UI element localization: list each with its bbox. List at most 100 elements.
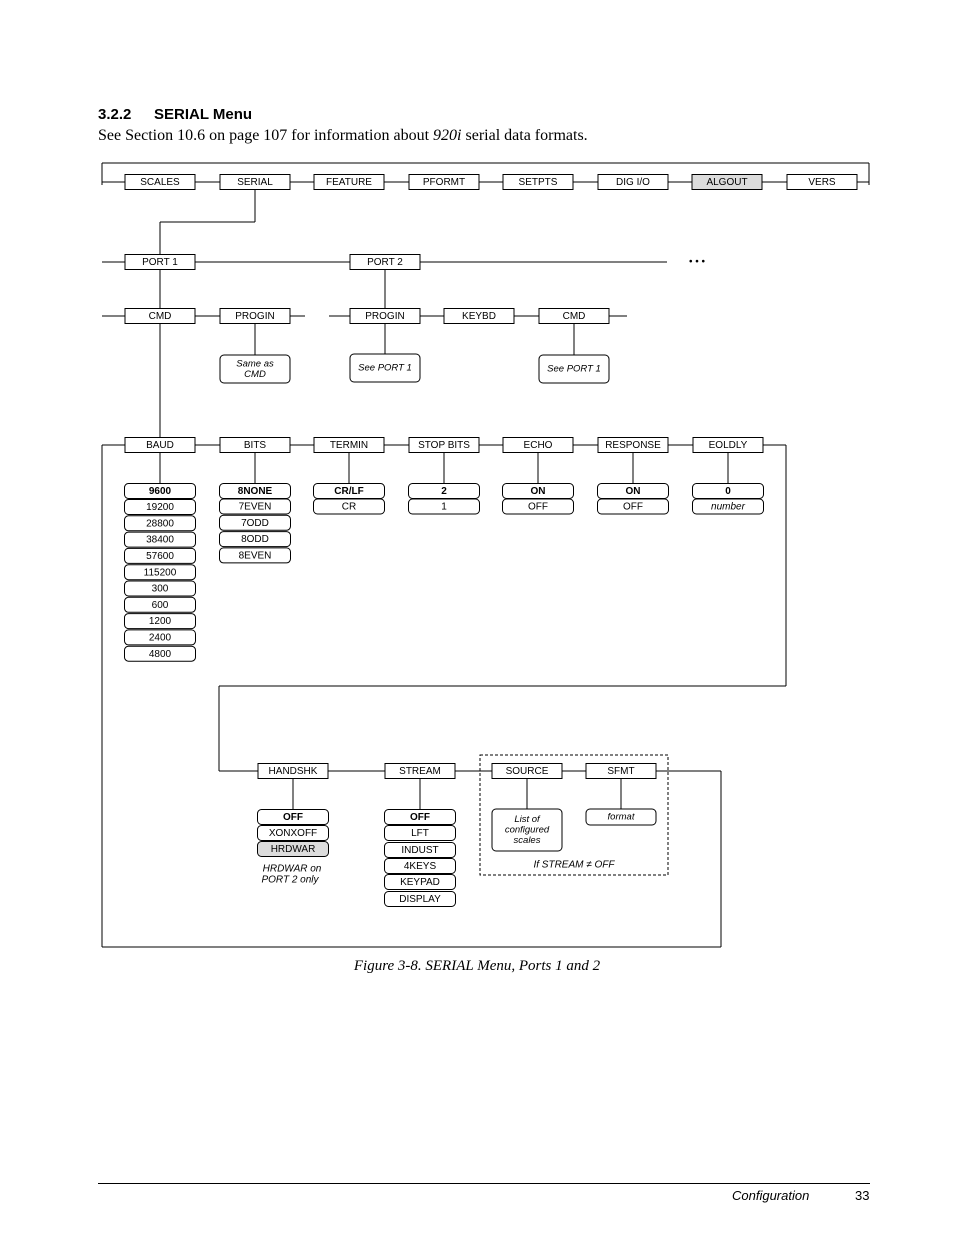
footer-section-label: Configuration [732,1188,810,1203]
option-stream-4keys-pill[interactable] [384,858,456,874]
option-stop-bits-2-text: 2 [441,486,447,497]
option-stream-lft-pill[interactable] [384,825,456,841]
option-echo-off-text: OFF [528,502,548,513]
figure-caption: Figure 3-8. SERIAL Menu, Ports 1 and 2 [353,958,601,974]
port2-keybd-box[interactable] [443,308,515,324]
port2-keybd-label: KEYBD [462,311,496,322]
param-bits-label: BITS [244,440,267,451]
option-bits-8even-text: 8EVEN [239,551,272,562]
source-note-line: List of [514,814,541,825]
port2-cmd-note-box [538,354,610,384]
option-stream-4keys-text: 4KEYS [404,861,437,872]
option-bits-8none-text: 8NONE [238,486,273,497]
top-menu-algout-box[interactable] [691,174,763,190]
sfmt-note-line: format [608,812,635,823]
option-baud-300-pill[interactable] [124,580,196,597]
top-menu-feature-box[interactable] [313,174,385,190]
option-echo-on-text: ON [531,486,546,497]
option-stream-display-pill[interactable] [384,891,456,907]
option-baud-38400-pill[interactable] [124,531,196,548]
option-response-off-text: OFF [623,502,643,513]
option-stream-keypad-pill[interactable] [384,874,456,890]
section-heading: 3.2.2 SERIAL Menu [98,106,252,123]
more-ports-ellipsis: • • • [689,257,706,268]
option-bits-7odd-text: 7ODD [241,518,269,529]
top-menu-vers-box[interactable] [786,174,858,190]
intro-text: See Section 10.6 on page 107 for informa… [98,127,588,145]
option-baud-38400-text: 38400 [146,535,174,546]
option-baud-28800-pill[interactable] [124,515,196,532]
option-baud-600-text: 600 [152,600,169,611]
option-baud-57600-pill[interactable] [124,547,196,564]
option-handshk-hrdwar-pill[interactable] [257,841,329,857]
top-menu-scales-box[interactable] [124,174,196,190]
top-menu-setpts-label: SETPTS [519,177,558,188]
option-baud-19200-pill[interactable] [124,499,196,515]
option-stream-display-text: DISPLAY [399,894,441,905]
option-bits-7even-text: 7EVEN [239,502,272,513]
port-2-label: PORT 2 [367,257,403,268]
option-baud-2400-pill[interactable] [124,629,196,646]
option-baud-115200-pill[interactable] [124,564,196,581]
option-termin-cr-pill[interactable] [313,498,385,515]
option-stop-bits-1-pill[interactable] [408,498,480,515]
option-baud-57600-text: 57600 [146,551,174,562]
option-handshk-xonxoff-pill[interactable] [257,825,329,841]
param-stream-label: STREAM [399,766,441,777]
option-baud-2400-text: 2400 [149,633,172,644]
option-baud-9600-text: 9600 [149,486,172,497]
top-menu-dig-i-o-box[interactable] [597,174,669,190]
option-stream-indust-pill[interactable] [384,842,456,858]
option-stop-bits-1-text: 1 [441,502,447,513]
option-stream-lft-text: LFT [411,828,429,839]
param-sfmt-label: SFMT [607,766,634,777]
option-stream-off-text: OFF [410,812,430,823]
option-handshk-off-pill[interactable] [257,809,329,825]
option-eoldly-0-text: 0 [725,486,731,497]
option-stream-off-pill[interactable] [384,809,456,825]
option-baud-1200-text: 1200 [149,616,172,627]
option-stream-keypad-text: KEYPAD [400,877,440,888]
param-response-label: RESPONSE [605,440,661,451]
option-response-on-text: ON [626,486,641,497]
param-termin-label: TERMIN [330,440,368,451]
top-menu-pformt-label: PFORMT [423,177,465,188]
option-termin-cr-text: CR [342,502,356,513]
port1-progin-note-box [219,354,291,384]
port1-progin-note-line: Same as [236,358,274,369]
source-note-line: scales [514,835,541,846]
option-handshk-hrdwar-text: HRDWAR [271,844,316,855]
top-menu-serial-label: SERIAL [237,177,273,188]
sfmt-note-box [585,808,657,826]
footer-rule [98,1183,870,1184]
option-echo-off-pill[interactable] [502,498,574,515]
option-baud-28800-text: 28800 [146,518,174,529]
option-baud-600-pill[interactable] [124,596,196,613]
option-baud-19200-text: 19200 [146,502,174,513]
option-handshk-xonxoff-text: XONXOFF [269,828,317,839]
top-menu-algout-label: ALGOUT [706,177,747,188]
option-bits-8odd-text: 8ODD [241,534,269,545]
top-menu-vers-label: VERS [808,177,836,188]
option-baud-4800-pill[interactable] [124,645,196,662]
option-bits-8odd-pill[interactable] [219,531,291,548]
option-baud-9600-pill[interactable] [124,483,196,499]
option-bits-8even-pill[interactable] [219,547,291,564]
option-eoldly-number-pill[interactable] [692,498,764,515]
section-title: SERIAL Menu [154,106,253,123]
port2-cmd-note-line: See PORT 1 [547,364,601,375]
port1-progin-note-line: CMD [244,369,266,380]
section-number: 3.2.2 [98,106,132,123]
port2-cmd-label: CMD [563,311,586,322]
param-eoldly-label: EOLDLY [709,440,748,451]
top-menu-setpts-box[interactable] [502,174,574,190]
option-bits-7even-pill[interactable] [219,498,291,515]
option-baud-1200-pill[interactable] [124,613,196,630]
top-menu-pformt-box[interactable] [408,174,480,190]
footer-page-number: 33 [855,1188,870,1203]
option-response-off-pill[interactable] [597,498,669,515]
port2-progin-note-line: See PORT 1 [358,363,412,374]
intro-after: serial data formats. [461,127,588,144]
option-bits-7odd-pill[interactable] [219,514,291,531]
